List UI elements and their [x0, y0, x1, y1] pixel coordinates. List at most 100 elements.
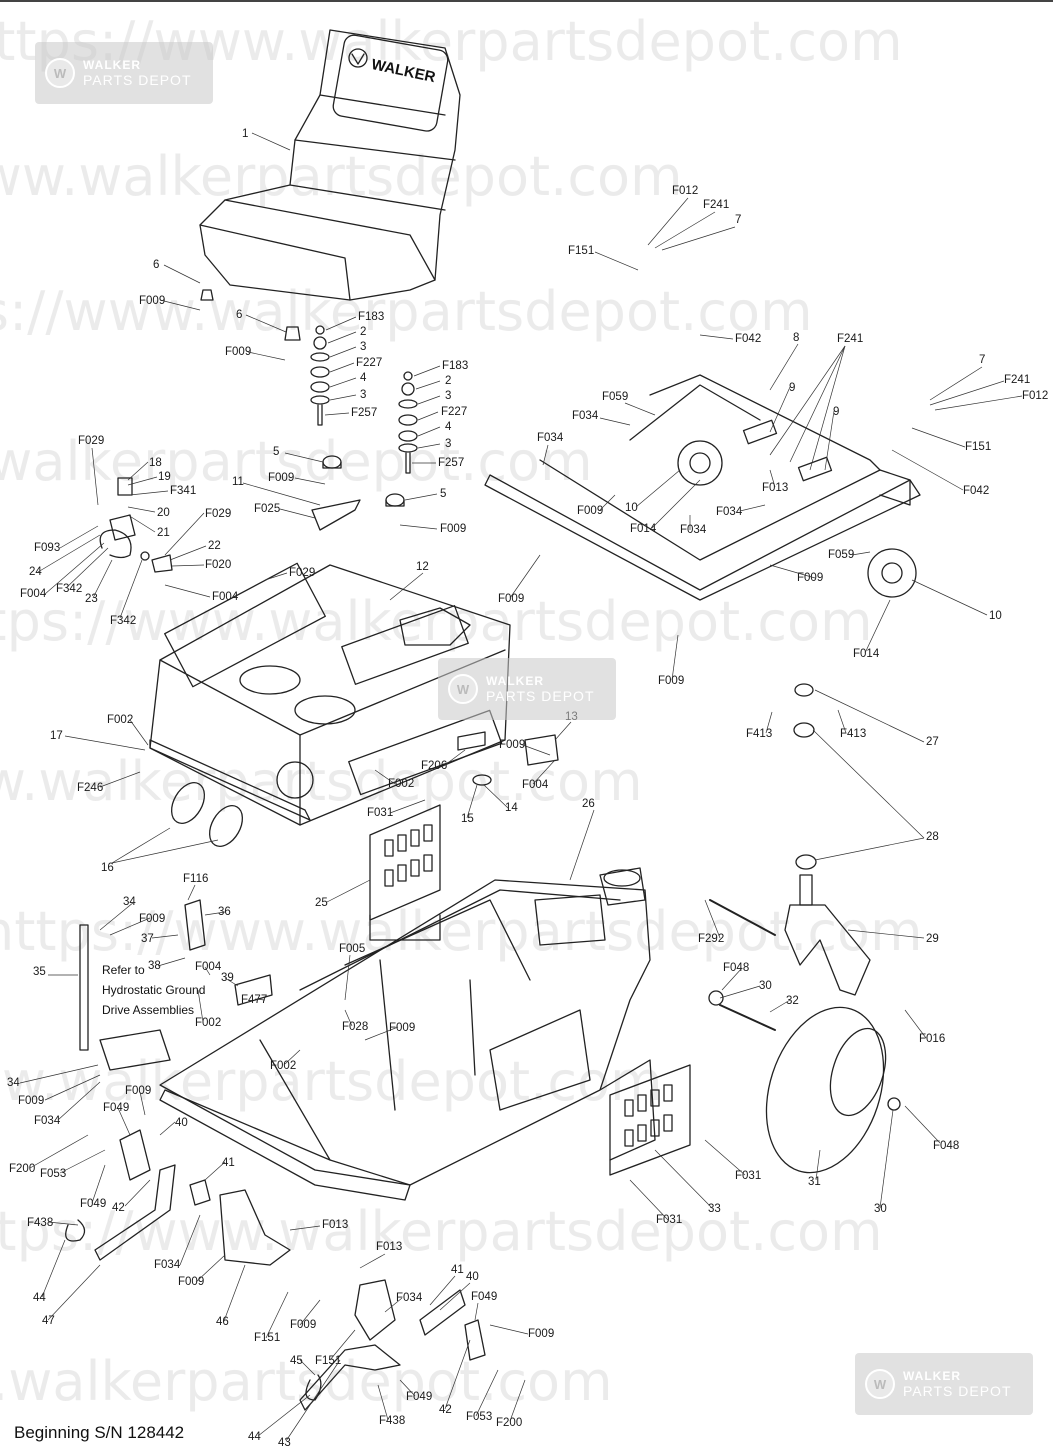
callout-F241: F241	[703, 199, 729, 211]
walker-logo-icon: W	[45, 58, 75, 88]
callout-F183: F183	[442, 360, 468, 372]
callout-45: 45	[290, 1355, 303, 1367]
callout-F009: F009	[499, 739, 525, 751]
watermark-text: https://www.walkerpartsdepot.com	[0, 430, 593, 493]
callout-F014: F014	[853, 648, 880, 660]
callout-3: 3	[360, 389, 366, 401]
callout-34: 34	[7, 1077, 20, 1089]
callout-F151: F151	[254, 1332, 280, 1344]
callout-F028: F028	[342, 1021, 368, 1033]
callout-39: 39	[221, 972, 234, 984]
console-pod	[149, 562, 559, 847]
callout-31: 31	[808, 1176, 821, 1188]
callout-30: 30	[874, 1203, 887, 1215]
walker-logo-icon: W	[448, 674, 478, 704]
callout-F048: F048	[933, 1140, 959, 1152]
callout-43: 43	[278, 1437, 291, 1448]
callout-40: 40	[466, 1271, 479, 1283]
walker-logo-icon: W	[865, 1369, 895, 1399]
watermark-text: https://www.walkerpartsdepot.com	[0, 1050, 663, 1113]
callout-F034: F034	[34, 1115, 61, 1127]
callout-42: 42	[439, 1404, 452, 1416]
callout-F004: F004	[20, 588, 47, 600]
callout-F341: F341	[170, 485, 196, 497]
callout-F151: F151	[315, 1355, 341, 1367]
callout-3: 3	[445, 438, 451, 450]
callout-F012: F012	[672, 185, 698, 197]
callout-F257: F257	[438, 457, 464, 469]
logo-line1: WALKER	[486, 674, 544, 688]
callout-F413: F413	[746, 728, 772, 740]
callout-34: 34	[123, 896, 136, 908]
top-border-line	[0, 0, 1053, 2]
callout-28: 28	[926, 831, 939, 843]
callout-3: 3	[360, 341, 366, 353]
seat-frame	[484, 374, 921, 601]
callout-F093: F093	[34, 542, 60, 554]
callout-F029: F029	[78, 435, 104, 447]
callout-30: 30	[759, 980, 772, 992]
callout-F227: F227	[441, 406, 467, 418]
callout-41: 41	[451, 1264, 464, 1276]
callout-15: 15	[461, 813, 474, 825]
watermark-text: https://www.walkerpartsdepot.com	[0, 145, 683, 208]
callout-5: 5	[440, 488, 446, 500]
callout-9: 9	[789, 382, 795, 394]
callout-F151: F151	[965, 441, 991, 453]
tractor-chassis	[159, 867, 656, 1201]
watermark-text: https://www.walkerpartsdepot.com	[0, 280, 813, 343]
callout-F246: F246	[77, 782, 103, 794]
callout-F009: F009	[225, 346, 251, 358]
callout-10: 10	[625, 502, 638, 514]
callout-F049: F049	[471, 1291, 497, 1303]
callout-F206: F206	[421, 760, 447, 772]
callout-F227: F227	[356, 357, 382, 369]
callout-22: 22	[208, 540, 221, 552]
callout-F438: F438	[27, 1217, 53, 1229]
logo-line2: PARTS DEPOT	[903, 1383, 1012, 1399]
logo-line2: PARTS DEPOT	[486, 688, 595, 704]
callout-F004: F004	[195, 961, 222, 973]
callout-2: 2	[445, 375, 451, 387]
callout-27: 27	[926, 736, 939, 748]
callout-F013: F013	[322, 1219, 348, 1231]
callout-F477: F477	[241, 994, 267, 1006]
callout-F029: F029	[205, 508, 231, 520]
callout-F025: F025	[254, 503, 280, 515]
callout-F034: F034	[572, 410, 599, 422]
callout-21: 21	[157, 527, 170, 539]
seat-drawing	[199, 29, 461, 341]
callout-F029: F029	[289, 567, 315, 579]
callout-F009: F009	[498, 593, 524, 605]
callout-F031: F031	[367, 807, 393, 819]
callout-20: 20	[157, 507, 170, 519]
callout-46: 46	[216, 1316, 229, 1328]
note-line: Hydrostatic Ground	[102, 983, 206, 997]
note-line: Refer to	[102, 963, 145, 977]
callout-F002: F002	[195, 1017, 221, 1029]
callout-F009: F009	[139, 295, 165, 307]
callout-F116: F116	[183, 873, 208, 885]
side-screens	[369, 804, 691, 1176]
callout-18: 18	[149, 457, 162, 469]
callout-F002: F002	[388, 778, 414, 790]
lever-parts	[65, 899, 486, 1411]
callout-F005: F005	[339, 943, 365, 955]
callout-26: 26	[582, 798, 595, 810]
callout-F009: F009	[178, 1276, 204, 1288]
callout-F009: F009	[268, 472, 294, 484]
callout-F438: F438	[379, 1415, 405, 1427]
callout-14: 14	[505, 802, 518, 814]
leader-lines	[19, 132, 1023, 1442]
callout-F049: F049	[103, 1102, 129, 1114]
logo-line2: PARTS DEPOT	[83, 72, 192, 88]
callout-F292: F292	[698, 933, 724, 945]
callout-F413: F413	[840, 728, 866, 740]
callout-F342: F342	[56, 583, 82, 595]
callout-5: 5	[273, 446, 279, 458]
callout-7: 7	[735, 214, 741, 226]
callout-44: 44	[248, 1431, 261, 1443]
callout-F009: F009	[139, 913, 165, 925]
